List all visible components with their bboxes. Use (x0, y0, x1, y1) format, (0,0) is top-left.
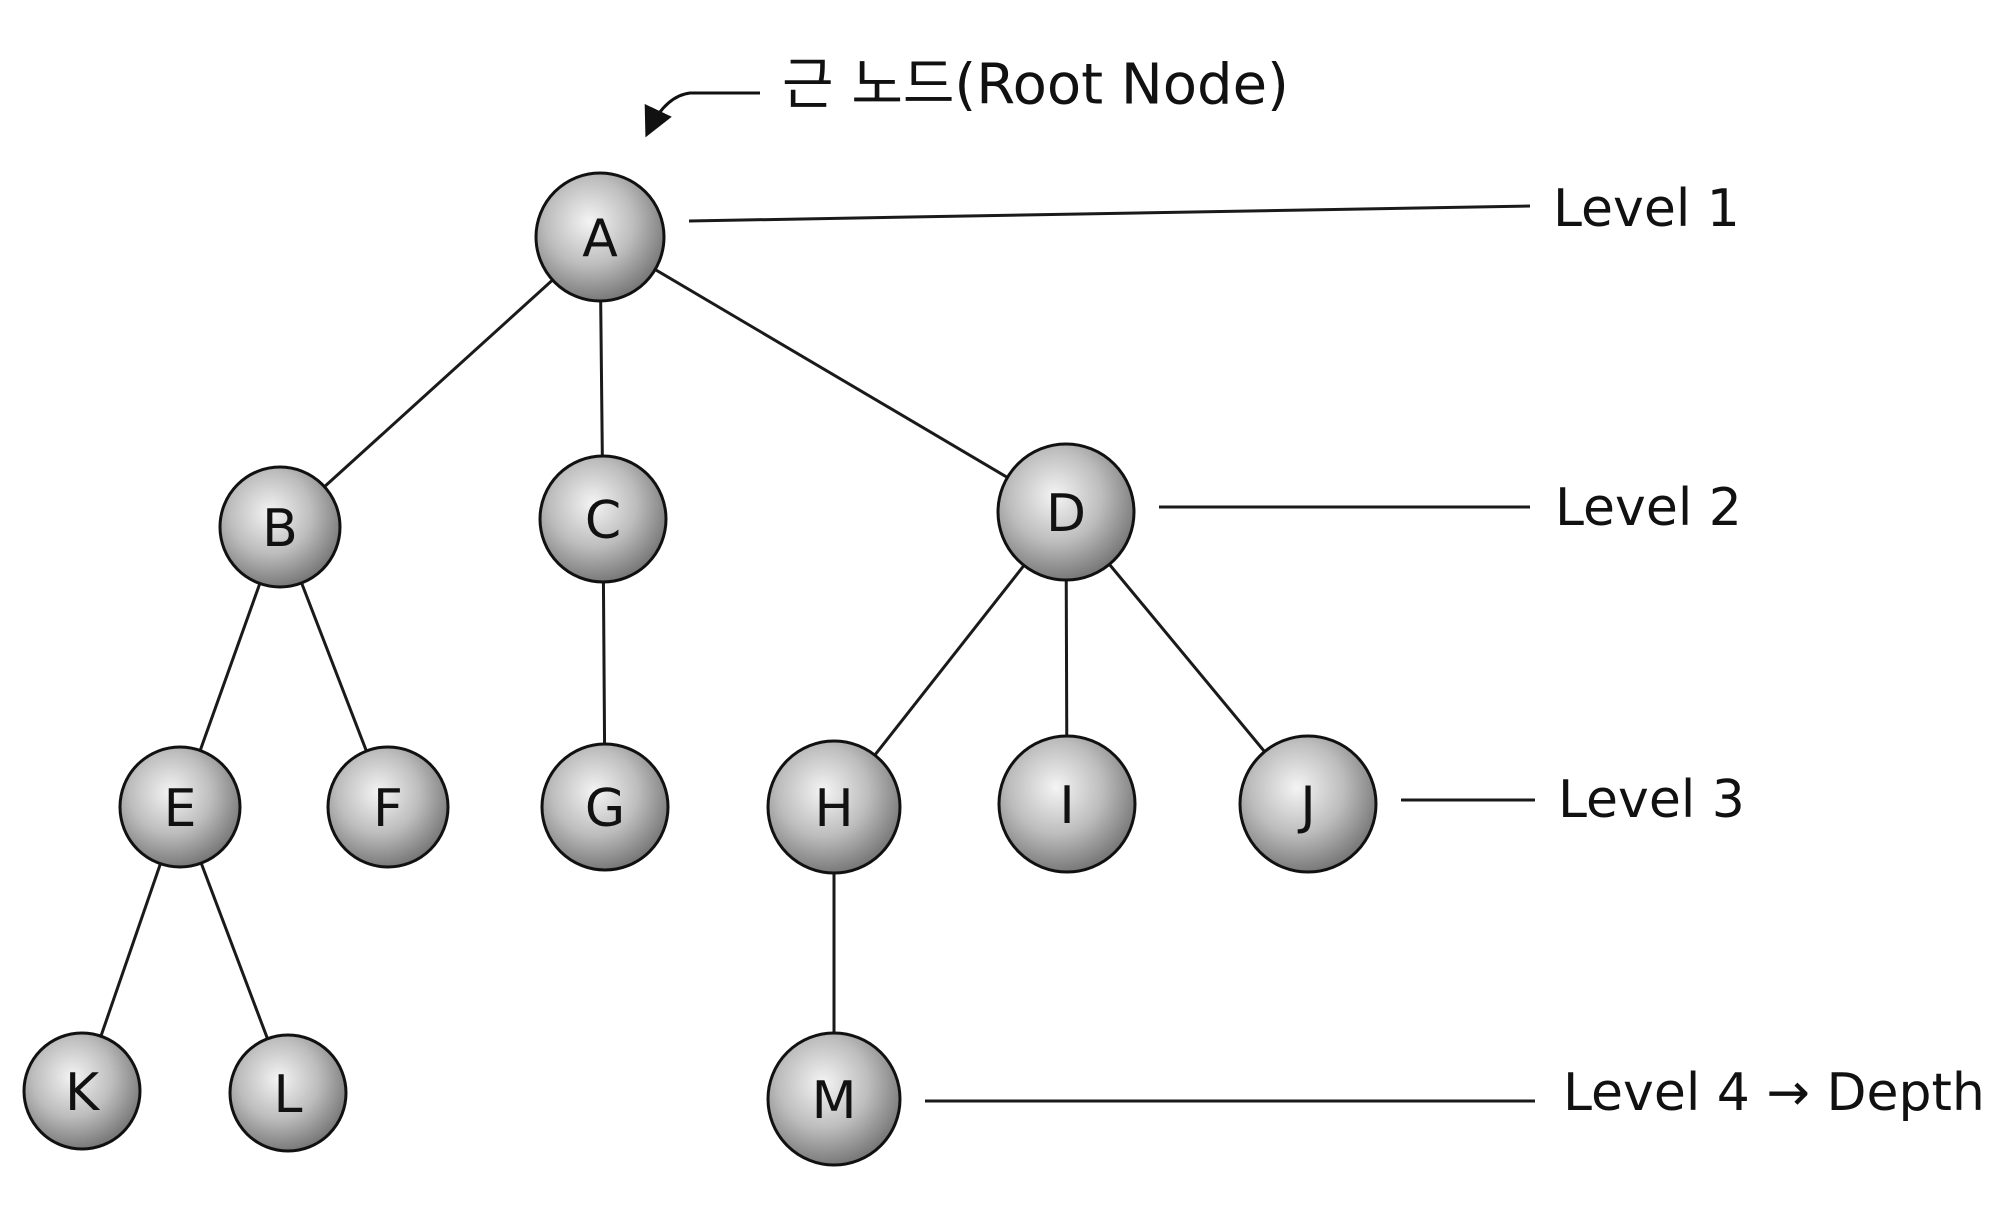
node-g: G (540, 742, 670, 872)
node-a-label: A (582, 209, 618, 269)
edge-a-b (278, 235, 602, 529)
level-labels-layer: Level 1 Level 2 Level 3 Level 4 → Depth (1553, 179, 1985, 1123)
level-2-label: Level 2 (1555, 478, 1742, 538)
node-j: J (1238, 734, 1378, 874)
node-b-label: B (262, 499, 298, 559)
node-d: D (996, 442, 1136, 582)
node-f-circle (326, 745, 450, 869)
node-i: I (997, 734, 1137, 874)
node-d-circle (996, 442, 1136, 582)
node-m-circle (766, 1031, 902, 1167)
node-h: H (766, 739, 902, 875)
node-b: B (218, 465, 342, 589)
node-g-circle (540, 742, 670, 872)
node-f-label: F (373, 779, 403, 839)
node-a-circle (534, 171, 666, 303)
node-c: C (538, 454, 668, 584)
node-l-label: L (274, 1065, 303, 1125)
node-k: K (22, 1031, 142, 1151)
node-c-label: C (585, 491, 621, 551)
node-l-circle (228, 1033, 348, 1153)
edges-layer (80, 235, 1310, 1099)
level-lines-layer (688, 204, 1535, 1103)
node-h-circle (766, 739, 902, 875)
node-g-label: G (585, 779, 625, 839)
node-a: A (534, 171, 666, 303)
node-e: E (118, 745, 242, 869)
node-j-label: J (1297, 776, 1315, 836)
node-j-circle (1238, 734, 1378, 874)
node-d-label: D (1046, 484, 1086, 544)
node-m: M (766, 1031, 902, 1167)
node-e-circle (118, 745, 242, 869)
root-node-label: 근 노드(Root Node) (782, 53, 1289, 118)
level-1-line (688, 204, 1531, 223)
node-k-circle (22, 1031, 142, 1151)
node-h-label: H (814, 779, 853, 839)
node-l: L (228, 1033, 348, 1153)
node-k-label: K (65, 1063, 101, 1123)
root-node-callout: 근 노드(Root Node) (644, 53, 1289, 138)
edge-a-d (599, 235, 1067, 514)
node-i-label: I (1059, 776, 1074, 836)
root-node-arrow (644, 91, 760, 138)
node-f: F (326, 745, 450, 869)
node-m-label: M (812, 1071, 857, 1131)
node-c-circle (538, 454, 668, 584)
level-3-label: Level 3 (1558, 770, 1745, 830)
node-b-circle (218, 465, 342, 589)
level-1-label: Level 1 (1553, 179, 1740, 239)
nodes-layer: A B C D E F G H I J K L M (22, 171, 1378, 1167)
node-i-circle (997, 734, 1137, 874)
level-4-label: Level 4 → Depth (1563, 1063, 1985, 1123)
node-e-label: E (164, 779, 197, 839)
